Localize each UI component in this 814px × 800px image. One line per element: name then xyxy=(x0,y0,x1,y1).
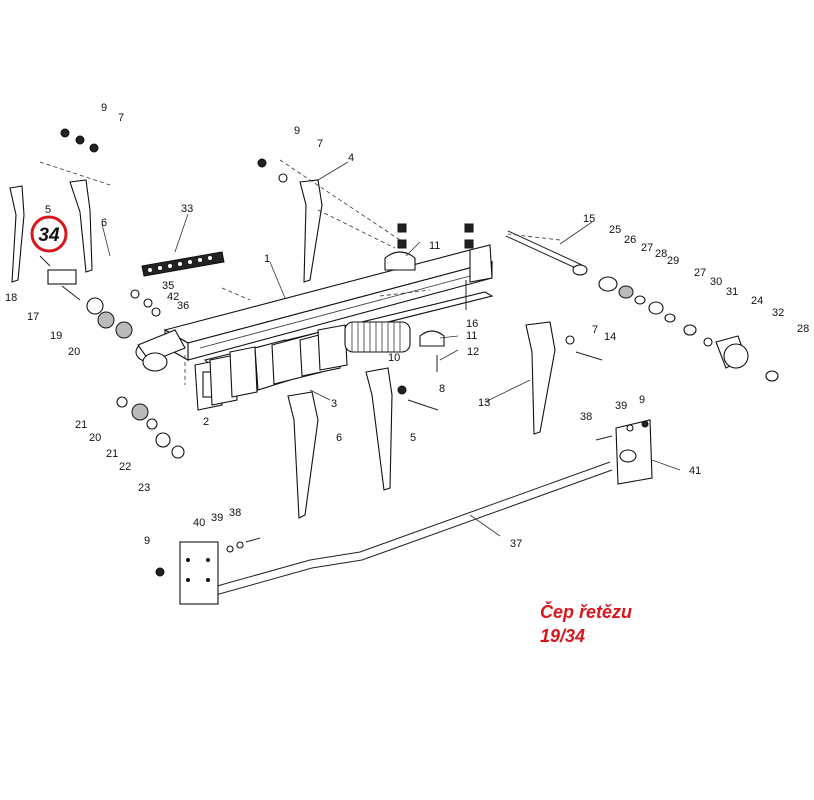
part-number-labels: 9 7 9 7 4 5 6 33 18 17 1 35 42 36 19 20 … xyxy=(5,102,809,550)
part-label: 42 xyxy=(167,291,179,303)
shaft-with-bearings xyxy=(505,230,779,382)
part-label: 14 xyxy=(604,331,616,343)
part-label: 5 xyxy=(410,432,416,444)
part-label: 32 xyxy=(772,307,784,319)
part-label: 39 xyxy=(211,512,223,524)
part-label: 21 xyxy=(75,419,87,431)
part-label: 13 xyxy=(478,397,490,409)
part-label: 7 xyxy=(592,324,598,336)
part-label: 29 xyxy=(667,255,679,267)
part-label: 40 xyxy=(193,517,205,529)
part-label: 20 xyxy=(68,346,80,358)
part-label: 27 xyxy=(694,267,706,279)
highlight-number: 34 xyxy=(38,225,60,246)
part-label: 5 xyxy=(45,204,51,216)
part-label: 36 xyxy=(177,300,189,312)
part-label: 16 xyxy=(466,318,478,330)
leader-lines xyxy=(39,159,681,537)
part-label: 17 xyxy=(27,311,39,323)
roller-chain xyxy=(141,251,225,277)
caption: Čep řetězu 19/34 xyxy=(540,601,632,646)
caption-line-2: 19/34 xyxy=(540,626,585,646)
part-label: 9 xyxy=(294,125,300,137)
part-label: 27 xyxy=(641,242,653,254)
part-label: 38 xyxy=(229,507,241,519)
part-label: 24 xyxy=(751,295,763,307)
part-label: 28 xyxy=(655,248,667,260)
part-label: 38 xyxy=(580,411,592,423)
part-label: 35 xyxy=(162,280,174,292)
tines xyxy=(9,179,556,519)
highlight-ring xyxy=(30,215,68,253)
drawbar xyxy=(179,419,653,605)
part-label: 2 xyxy=(203,416,209,428)
part-label: 7 xyxy=(118,112,124,124)
clamp-assembly xyxy=(194,324,348,411)
part-label: 26 xyxy=(624,234,636,246)
part-label: 10 xyxy=(388,352,400,364)
part-label: 19 xyxy=(50,330,62,342)
part-label: 15 xyxy=(583,213,595,225)
part-label: 9 xyxy=(144,535,150,547)
part-label: 11 xyxy=(429,240,440,252)
part-label: 9 xyxy=(639,394,645,406)
fasteners xyxy=(39,128,649,577)
part-label: 31 xyxy=(726,286,738,298)
part-label: 33 xyxy=(181,203,193,215)
part-label: 22 xyxy=(119,461,131,473)
part-label: 21 xyxy=(106,448,118,460)
part-label: 20 xyxy=(89,432,101,444)
spring xyxy=(344,321,411,353)
part-label: 4 xyxy=(348,152,354,164)
part-label: 25 xyxy=(609,224,621,236)
part-label: 6 xyxy=(336,432,342,444)
part-label: 6 xyxy=(101,217,107,229)
part-label: 18 xyxy=(5,292,17,304)
part-label: 39 xyxy=(615,400,627,412)
part-label: 30 xyxy=(710,276,722,288)
part-label: 23 xyxy=(138,482,150,494)
part-label: 1 xyxy=(264,253,270,265)
part-label: 8 xyxy=(439,383,445,395)
part-label: 28 xyxy=(797,323,809,335)
part-label: 3 xyxy=(331,398,337,410)
part-label: 41 xyxy=(689,465,701,477)
part-label: 7 xyxy=(317,138,323,150)
highlighted-part-marker: 34 xyxy=(30,215,68,253)
part-label: 37 xyxy=(510,538,522,550)
part-label: 12 xyxy=(467,346,479,358)
part-label: 9 xyxy=(101,102,107,114)
caption-line-1: Čep řetězu xyxy=(540,601,632,622)
part-label: 11 xyxy=(466,330,477,342)
